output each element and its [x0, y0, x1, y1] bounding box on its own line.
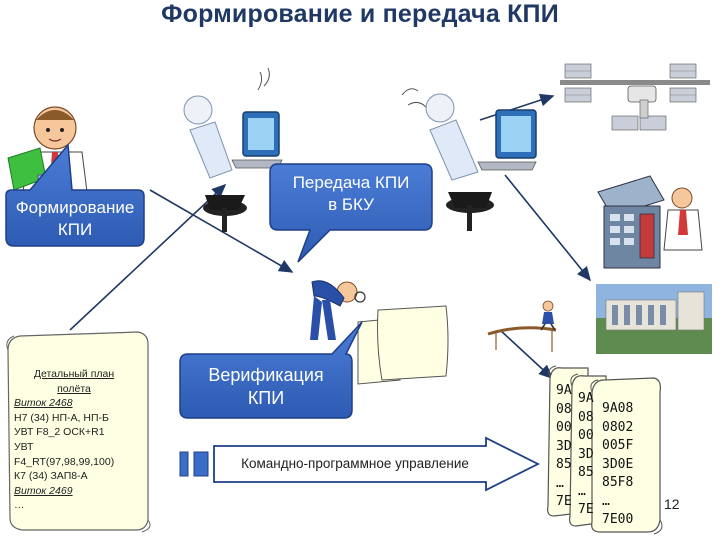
formation-callout-text: Формирование КПИ: [6, 197, 144, 241]
plan-title-line-2: полёта: [57, 382, 91, 395]
plan-line: Н7 (34) НП-А, НП-Б: [14, 411, 109, 424]
space-station-icon: [560, 63, 710, 131]
flight-plan-scroll: [6, 331, 151, 533]
verification-line-1: Верификация: [208, 365, 324, 385]
plan-line: …: [14, 499, 25, 512]
formation-callout: [5, 143, 145, 247]
hex-cell: 9A: [578, 391, 594, 406]
arrow-formation-to-verification: [149, 189, 294, 273]
arrow-computer-to-ground: [504, 174, 592, 282]
verification-callout-text: Верификация КПИ: [180, 364, 352, 410]
verification-line-2: КПИ: [247, 388, 285, 408]
flow-arrows: [69, 93, 592, 380]
code-scroll-front: [590, 377, 663, 535]
hex-cell: …: [602, 493, 610, 509]
hex-cell: 00: [556, 420, 572, 435]
hex-cell: 85: [556, 457, 572, 472]
transfer-line-1: Передача КПИ: [292, 173, 410, 192]
formation-line-2: КПИ: [57, 220, 93, 239]
arrow-plan-to-computers: [69, 183, 227, 331]
hex-column-back: 9A 08 00 3D 85 … 7E: [556, 382, 572, 512]
plan-line: Виток 2468: [14, 397, 73, 410]
arrow-planner-to-station: [479, 93, 555, 121]
hex-cell: 85: [578, 465, 594, 480]
arrow-bridge-to-code: [499, 329, 554, 380]
hex-cell: 7E: [578, 502, 594, 517]
hex-cell: 0802: [602, 419, 634, 435]
hex-cell: 9A08: [602, 401, 634, 416]
operator-one-icon: [183, 67, 283, 232]
hex-cell: 08: [556, 401, 572, 417]
hex-cell: 08: [578, 409, 594, 425]
hex-cell: 005F: [602, 438, 634, 453]
onboard-computer-icon: [597, 175, 703, 269]
hex-cell: 9A: [556, 383, 572, 398]
hex-cell: 00: [578, 428, 594, 443]
operator-two-icon: [401, 88, 537, 231]
hex-column-front: 9A08 0802 005F 3D0E 85F8 … 7E00: [602, 400, 633, 530]
transfer-callout-text: Передача КПИ в БКУ: [270, 172, 432, 216]
hex-cell: 3D: [578, 446, 594, 462]
hex-cell: 85F8: [602, 475, 634, 490]
plan-title-line-1: Детальный план: [33, 368, 115, 380]
formation-line-1: Формирование: [15, 198, 135, 217]
verification-scroll-front: [377, 305, 449, 381]
hex-cell: …: [578, 483, 586, 499]
hex-cell: 3D0E: [602, 456, 634, 472]
plan-line: Виток 2469: [14, 484, 73, 497]
flight-plan-text: Детальный план полёта Виток 2468 Н7 (34)…: [14, 367, 134, 513]
hex-cell: 7E: [556, 494, 572, 509]
plan-line: К7 (34) ЗАП8-А: [14, 470, 88, 483]
plan-line: F4_RT(97,98,99,100): [14, 455, 115, 468]
bridge-walker-icon: [487, 300, 557, 352]
ground-station-building-icon: [596, 284, 712, 354]
hex-column-middle: 9A 08 00 3D 85 … 7E: [578, 390, 594, 520]
plan-line: УВТ: [14, 440, 34, 453]
plan-line: УВТ F8_2 ОСК+R1: [14, 426, 105, 439]
verifier-person-icon: [310, 280, 366, 340]
hex-cell: …: [556, 475, 564, 491]
hex-cell: 3D: [556, 438, 572, 454]
transfer-line-2: в БКУ: [328, 195, 374, 214]
verification-callout: [179, 321, 363, 419]
hex-cell: 7E00: [602, 512, 634, 527]
transfer-callout: [269, 163, 433, 263]
page-number: 12: [664, 496, 680, 512]
page-title: Формирование и передача КПИ: [161, 0, 559, 28]
command-control-label: Командно-программное управление: [241, 456, 469, 471]
command-control-arrow: [179, 436, 541, 492]
